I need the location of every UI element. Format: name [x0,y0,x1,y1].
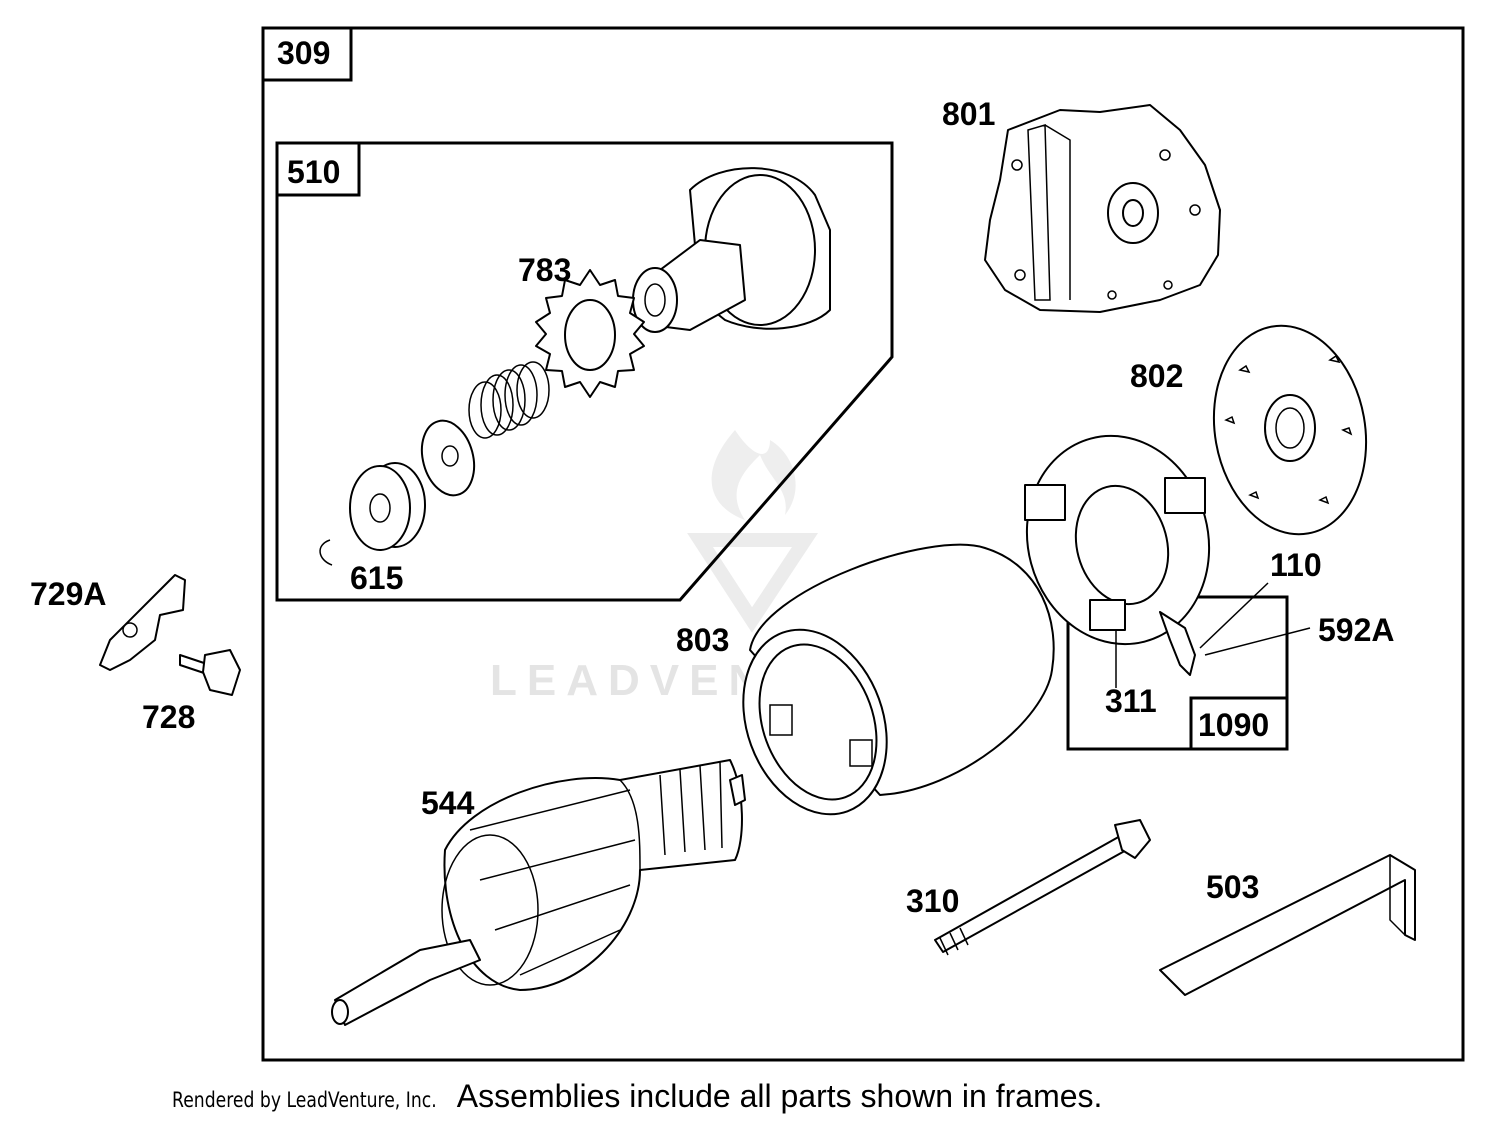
frame-label-1090: 1090 [1198,707,1269,743]
motor-housing-803 [742,543,1055,816]
label-729A: 729A [30,576,107,612]
label-803: 803 [676,622,729,658]
washer [420,419,476,497]
label-310: 310 [906,883,959,919]
screw-728 [179,649,241,696]
end-plate-801 [984,104,1221,313]
end-cap-802 [1212,324,1368,536]
armature-544 [331,759,746,1026]
spring [468,361,550,439]
part-labels: 801 783 802 615 110 729A 592A 803 728 31… [30,96,1395,919]
frame-label-309: 309 [277,35,330,71]
retaining-ring [319,539,333,566]
drive-clutch-783 [632,167,831,333]
frame-510: 510 [275,141,894,602]
label-544: 544 [421,785,475,821]
brush-holder-1090 [1024,434,1211,688]
label-783: 783 [518,252,571,288]
leader-592A [1204,627,1311,656]
label-110: 110 [1270,547,1322,583]
label-503: 503 [1206,869,1259,905]
leader-110 [1199,582,1269,649]
footer-note: Assemblies include all parts shown in fr… [456,1078,1103,1114]
frame-1090: 1090 [1066,595,1289,751]
label-592A: 592A [1318,612,1395,648]
label-311: 311 [1105,683,1157,719]
footer-credit: Rendered by LeadVenture, Inc. [172,1088,437,1112]
footer: Rendered by LeadVenture, Inc. Assemblies… [172,1078,1102,1115]
stop-collar-615 [349,462,426,551]
frame-309: 309 [261,26,1465,1062]
label-801: 801 [942,96,995,132]
label-728: 728 [142,699,195,735]
frame-label-510: 510 [287,154,340,190]
bracket-503 [1159,854,1416,996]
through-bolt-310 [934,819,1151,956]
pinion-gear [535,269,645,398]
bracket-729A [99,574,186,671]
label-615: 615 [350,560,403,596]
label-802: 802 [1130,358,1183,394]
